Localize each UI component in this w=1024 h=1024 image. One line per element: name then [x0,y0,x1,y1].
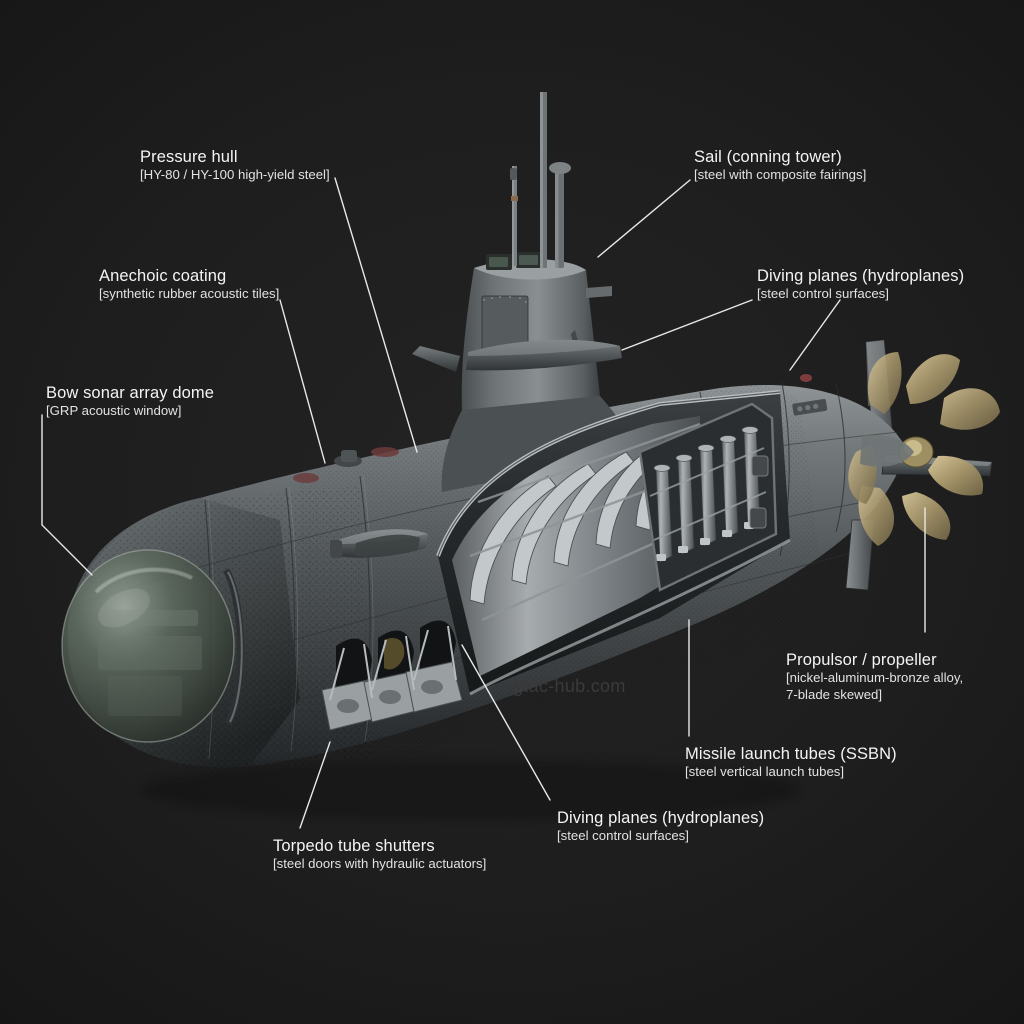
label-sail-conning-tower: Sail (conning tower) [steel with composi… [694,147,866,184]
label-subtitle: [synthetic rubber acoustic tiles] [99,286,280,301]
label-anechoic-coating: Anechoic coating [synthetic rubber acous… [99,266,279,303]
torpedo-tube-shutters-part [321,620,463,731]
label-propulsor-propeller: Propulsor / propeller [nickel-aluminum-b… [786,650,963,703]
missile-deck-hatches [792,398,828,416]
leader-anechoic-coating [279,299,326,464]
label-subtitle: [steel control surfaces] [757,286,889,301]
label-subtitle: [HY-80 / HY-100 high-yield steel] [140,167,330,182]
diving-planes-sail-part [412,339,622,372]
label-subtitle-line2: 7-blade skewed] [786,686,883,702]
leader-diving-planes-sail [621,299,753,351]
label-subtitle: [GRP acoustic window] [46,403,182,418]
bow-sonar-array-dome-part [61,549,245,743]
leader-torpedo-tube-shutters [299,741,331,829]
label-torpedo-tube-shutters: Torpedo tube shutters [steel doors with … [273,836,486,873]
leader-sail-conning-tower [597,179,691,258]
label-subtitle: [steel vertical launch tubes] [685,764,845,779]
leader-pressure-hull [334,177,418,453]
label-title: Anechoic coating [99,267,227,285]
label-title: Diving planes (hydroplanes) [557,809,765,827]
leader-bow-sonar-array-dome [41,414,93,576]
label-diving-planes-bow: Diving planes (hydroplanes) [steel contr… [557,808,764,845]
shutter-doors [321,661,463,731]
label-title: Sail (conning tower) [694,148,842,166]
label-subtitle: [steel control surfaces] [557,828,689,843]
missile-tube-array [649,426,767,563]
label-title: Propulsor / propeller [786,651,937,669]
sail-conning-tower-part [441,92,640,492]
label-bow-sonar-array-dome: Bow sonar array dome [GRP acoustic windo… [46,383,214,420]
label-title: Torpedo tube shutters [273,837,435,855]
label-subtitle: [steel doors with hydraulic actuators] [273,856,487,871]
label-subtitle: [nickel-aluminum-bronze alloy, [786,670,964,685]
label-subtitle: [steel with composite fairings] [694,167,867,182]
sail-masts [510,92,571,268]
label-title: Bow sonar array dome [46,384,214,402]
propeller-blades-rear [867,352,1000,430]
label-missile-launch-tubes: Missile launch tubes (SSBN) [steel verti… [685,744,897,781]
leader-diving-planes-stern [789,299,841,371]
bridge-cockpit [486,252,542,270]
label-title: Missile launch tubes (SSBN) [685,745,897,763]
watermark: gtac-hub.com [513,676,626,696]
label-title: Diving planes (hydroplanes) [757,267,965,285]
propulsor-propeller-part [848,436,984,546]
ring-frames [469,422,709,622]
missile-launch-tubes-part [638,402,778,592]
hydraulic-actuators [329,625,457,701]
leader-diving-planes-bow [461,644,551,801]
label-pressure-hull: Pressure hull [HY-80 / HY-100 high-yield… [140,147,330,184]
label-title: Pressure hull [140,148,238,166]
label-diving-planes-sail: Diving planes (hydroplanes) [steel contr… [757,266,964,303]
hull-deck-fittings [293,374,812,557]
